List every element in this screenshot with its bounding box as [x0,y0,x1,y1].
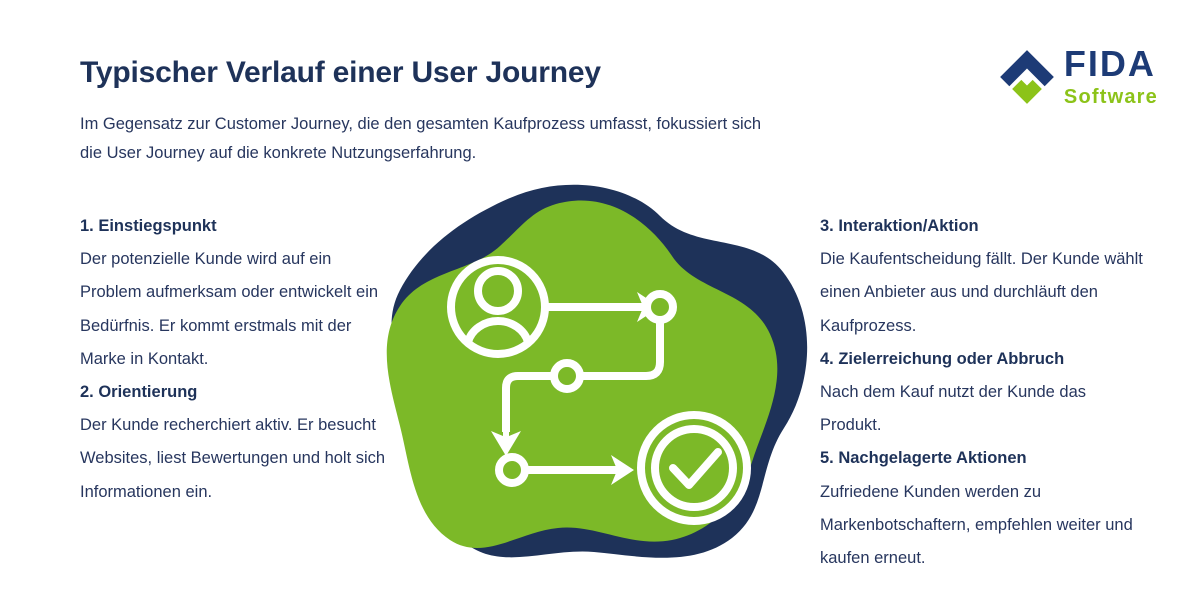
step-heading-1: 1. Einstiegspunkt [80,217,217,235]
check-outer-ring [637,411,751,525]
dot-node-top-right [643,290,677,324]
step-body-2: Der Kunde recherchiert aktiv. Er besucht… [80,416,386,501]
dot-node-bottom-left [495,453,529,487]
step-heading-3: 3. Interaktion/Aktion [820,217,979,235]
step-body-5: Zufriedene Kunden werden zu Markenbotsch… [820,482,1133,568]
step-body-3: Die Kaufentscheidung fällt. Der Kunde wä… [820,250,1143,335]
step-body-1: Der potenzielle Kunde wird auf ein Probl… [80,250,379,368]
arrowhead-right-2 [593,455,634,485]
check-inner-ring [651,425,737,511]
fida-diamond-icon [1000,49,1054,104]
flow-line-2 [574,320,664,380]
avatar-person-icon [464,267,532,344]
arrowhead-down-1 [491,413,521,456]
step-body-4: Nach dem Kauf nutzt der Kunde das Produk… [820,383,1086,435]
logo-product-text: Software [1063,86,1158,108]
page-subtitle-line-2: die User Journey auf die konkrete Nutzun… [80,144,477,162]
fida-software-logo: FIDA Software [1000,46,1158,107]
steps-column-right: 3. Interaktion/Aktion Die Kaufentscheidu… [820,210,1150,575]
arrowhead-right-1 [619,292,660,322]
page-title: Typischer Verlauf einer User Journey [80,56,601,89]
page-subtitle: Im Gegensatz zur Customer Journey, die d… [80,110,920,168]
step-heading-5: 5. Nachgelagerte Aktionen [820,449,1027,468]
checkmark-icon [669,448,722,489]
page-subtitle-line-1: Im Gegensatz zur Customer Journey, die d… [80,115,762,133]
step-heading-4: 4. Zielerreichung oder Abbruch [820,349,1065,368]
check-circle-node [637,411,751,525]
dot-node-middle [550,359,584,393]
logo-wordmark: FIDA Software [1063,43,1158,108]
user-journey-illustration [360,180,820,590]
flow-line-3 [502,372,553,432]
logo-brand-text: FIDA [1063,43,1156,84]
user-avatar-node [447,256,549,358]
flow-dots [495,290,677,487]
steps-column-left: 1. Einstiegspunkt Der potenzielle Kunde … [80,210,390,509]
step-heading-2: 2. Orientierung [80,383,198,402]
